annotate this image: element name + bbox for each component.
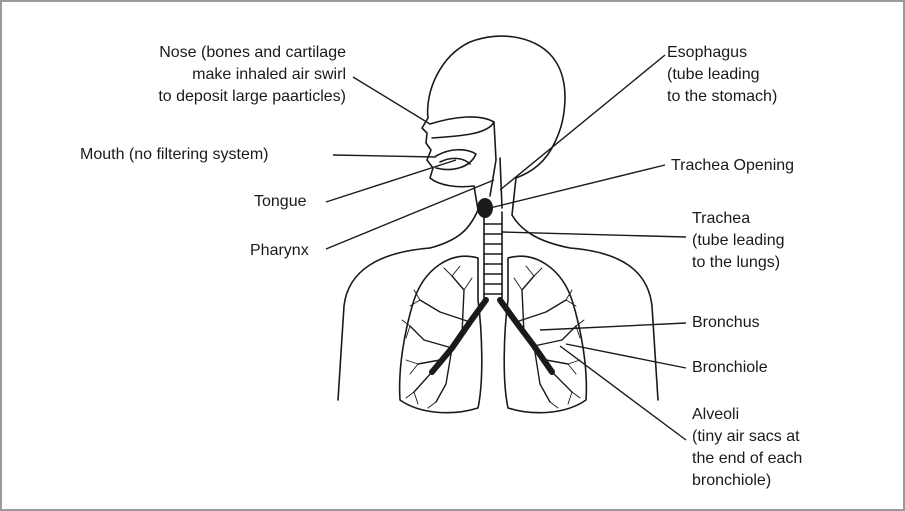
leader-mouth [333,155,436,157]
label-trachea-opening: Trachea Opening [671,155,794,177]
leader-tongue [326,160,456,202]
leader-trachea [502,232,686,237]
trachea-tube [484,212,502,300]
label-mouth: Mouth (no filtering system) [80,144,269,166]
leader-trachea-opening [490,165,665,208]
leader-pharynx [326,180,494,249]
trachea-rings [484,224,502,294]
left-shoulder [338,248,430,400]
label-tongue: Tongue [254,191,307,213]
esophagus-tube [500,158,502,208]
left-bronchus [432,300,486,372]
right-bronchus [500,300,552,372]
label-pharynx: Pharynx [250,240,309,262]
neck-right [512,215,570,248]
neck-left [430,210,478,248]
label-alveoli: Alveoli (tiny air sacs at the end of eac… [692,404,802,492]
head-outline [428,36,565,215]
label-bronchus: Bronchus [692,312,760,334]
right-lung [504,256,586,412]
mouth-cavity [436,150,476,170]
left-lung [400,256,482,412]
right-shoulder [570,248,658,400]
label-trachea: Trachea (tube leading to the lungs) [692,208,785,274]
label-nose: Nose (bones and cartilage make inhaled a… [80,42,346,108]
leader-alveoli [560,346,686,440]
label-esophagus: Esophagus (tube leading to the stomach) [667,42,777,108]
nasal-cavity [430,117,494,138]
leader-nose [353,77,430,124]
leader-bronchus [540,323,686,330]
pharynx-wall [490,122,496,196]
label-bronchiole: Bronchiole [692,357,768,379]
leader-esophagus [500,55,665,190]
